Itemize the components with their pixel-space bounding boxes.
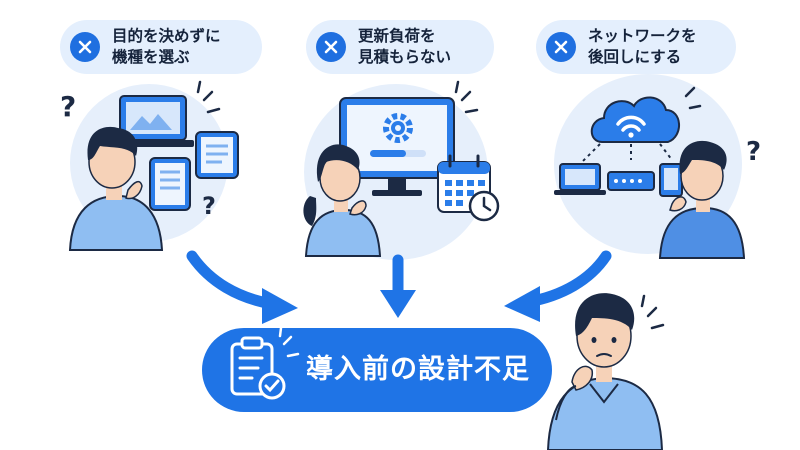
confused-man-3	[658, 140, 746, 259]
cause-pill-1: 目的を決めずに 機種を選ぶ	[60, 20, 262, 74]
result-label: 導入前の設計不足	[306, 354, 530, 385]
clock-icon	[468, 190, 500, 222]
gear-icon	[383, 113, 413, 143]
router-icon	[607, 171, 655, 191]
svg-text:?: ?	[60, 90, 76, 123]
cause-1-line2: 機種を選ぶ	[112, 48, 190, 66]
cause-2-line2: 見積もらない	[358, 48, 452, 66]
thinking-man	[546, 293, 664, 450]
cause-pill-2: 更新負荷を 見積もらない	[306, 20, 494, 74]
svg-text:?: ?	[202, 192, 216, 220]
tablet-icon	[149, 157, 191, 211]
question-mark-icon: ?	[746, 137, 761, 167]
close-icon	[546, 32, 576, 62]
cause-2-line1: 更新負荷を	[358, 27, 436, 45]
close-icon	[316, 32, 346, 62]
cause-3-line2: 後回しにする	[588, 48, 682, 66]
arrow-left	[186, 250, 278, 310]
laptop-icon	[112, 95, 194, 147]
thinking-woman	[303, 144, 382, 257]
cause-pill-3: ネットワークを 後回しにする	[536, 20, 736, 74]
cause-1-line1: 目的を決めずに	[112, 27, 221, 45]
close-icon	[70, 32, 100, 62]
cause-3-line1: ネットワークを	[588, 27, 697, 45]
svg-text:?: ?	[746, 137, 761, 167]
question-mark-icon: ?	[202, 192, 216, 220]
wifi-cloud-icon	[590, 96, 680, 143]
tablet-icon	[195, 131, 239, 179]
laptop-icon	[554, 163, 606, 195]
clipboard-check-icon	[230, 336, 286, 400]
question-mark-icon: ?	[60, 90, 76, 123]
confused-man-1	[68, 126, 164, 251]
